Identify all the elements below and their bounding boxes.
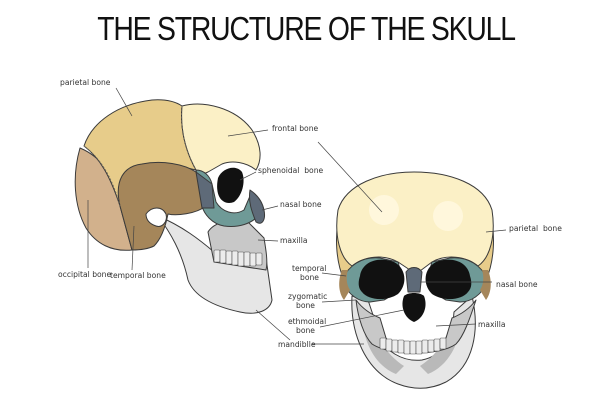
- side-sphenoid-wing: [195, 171, 215, 209]
- label-front-maxilla: maxilla: [478, 320, 506, 329]
- side-view-skull: [74, 99, 273, 314]
- side-temporal: [117, 161, 207, 251]
- side-suture-coronal: [181, 105, 197, 171]
- label-front-zygomatic-1: zygomatic: [288, 292, 327, 301]
- label-front-ethmoidal-2: bone: [296, 326, 315, 335]
- front-nasal: [405, 267, 423, 293]
- label-side-maxilla: maxilla: [280, 236, 308, 245]
- label-side-sphenoidal: sphenoidal bone: [258, 166, 324, 175]
- side-leaders: [87, 87, 291, 341]
- label-side-frontal: frontal bone: [272, 124, 319, 133]
- side-suture-lambdoid: [83, 145, 121, 207]
- front-frontal-highlight-left: [369, 195, 399, 225]
- side-frontal: [181, 103, 261, 175]
- label-front-temporal-2: bone: [300, 273, 319, 282]
- label-front-nasal: nasal bone: [496, 280, 538, 289]
- side-ear-canal: [145, 207, 167, 227]
- label-side-nasal: nasal bone: [280, 200, 322, 209]
- front-temporal-left: [339, 270, 350, 300]
- label-front-mandible: mandiblle: [278, 340, 316, 349]
- front-leaders: [312, 141, 507, 345]
- front-orbit-right: [425, 259, 472, 300]
- diagram-title: THE STRUCTURE OF THE SKULL: [97, 10, 516, 47]
- label-front-zygomatic-2: bone: [296, 301, 315, 310]
- side-orbit: [217, 167, 244, 203]
- label-front-temporal-1: temporal: [292, 264, 326, 273]
- front-orbit-left: [358, 259, 405, 300]
- label-side-occipital: occipital bone: [58, 270, 111, 279]
- front-frontal: [336, 171, 494, 275]
- front-teeth: [379, 337, 447, 355]
- side-nasal: [249, 189, 265, 224]
- front-temporal-right: [480, 270, 491, 300]
- label-front-parietal: parietal bone: [509, 224, 562, 233]
- front-frontal-highlight-right: [433, 201, 463, 231]
- side-mandible: [157, 215, 273, 314]
- label-side-temporal: temporal bone: [110, 271, 166, 280]
- label-side-parietal: parietal bone: [60, 78, 111, 87]
- label-front-ethmoidal-1: ethmoidal: [288, 317, 326, 326]
- front-view-skull: [336, 171, 494, 389]
- side-teeth: [213, 249, 263, 267]
- front-nasal-cavity: [402, 293, 426, 322]
